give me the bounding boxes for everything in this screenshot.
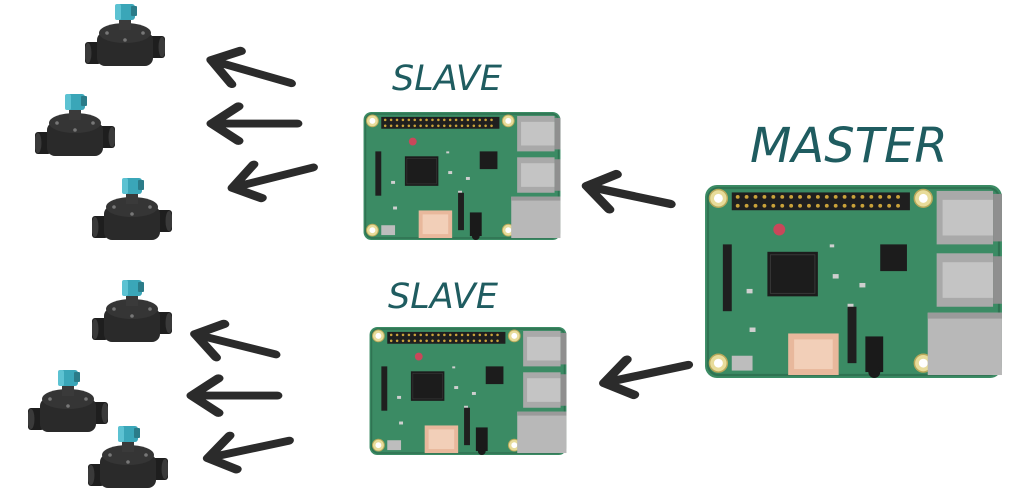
solenoid-valve-icon — [92, 178, 172, 240]
master-label: MASTER — [750, 118, 948, 174]
arrow-master-to-slave-bottom — [601, 347, 692, 400]
slave-bottom-label: SLAVE — [388, 277, 498, 317]
arrow-slave-top-to-valve-1 — [207, 44, 296, 100]
solenoid-valve-icon — [92, 280, 172, 342]
solenoid-valve-icon — [28, 370, 108, 432]
arrow-master-to-slave-top — [583, 169, 674, 222]
solenoid-valve-icon — [88, 426, 168, 488]
arrow-slave-top-to-valve-3 — [228, 151, 317, 205]
arrow-slave-top-to-valve-2 — [212, 106, 298, 141]
slave-raspberry-pi-top — [363, 112, 561, 240]
slave-top-label: SLAVE — [392, 59, 502, 99]
arrow-slave-bottom-to-valve-4 — [191, 318, 280, 372]
slave-raspberry-pi-bottom — [369, 327, 567, 455]
solenoid-valve-icon — [85, 4, 165, 66]
arrow-slave-bottom-to-valve-6 — [204, 424, 292, 475]
solenoid-valve-icon — [35, 94, 115, 156]
arrow-slave-bottom-to-valve-5 — [192, 378, 278, 413]
master-raspberry-pi — [705, 185, 1002, 378]
